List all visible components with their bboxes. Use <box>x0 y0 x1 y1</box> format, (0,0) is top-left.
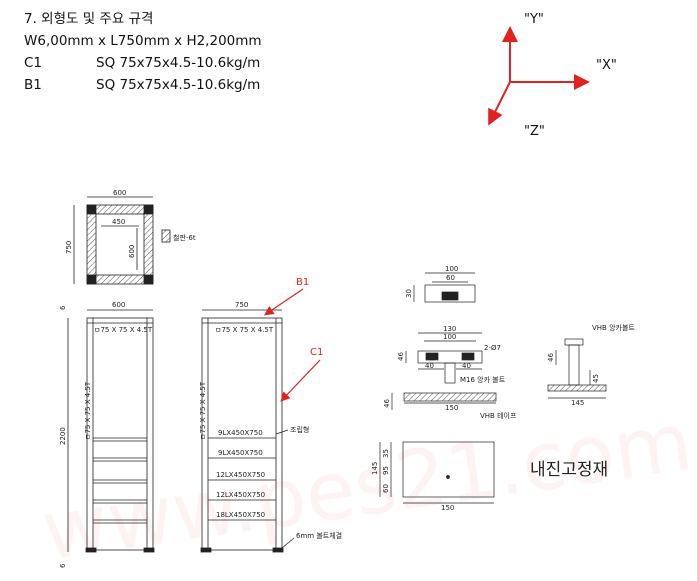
anchor-detail: 100 60 30 130 100 40 40 46 2-Ø7 M16 앙카 볼… <box>371 265 635 512</box>
spec-row-b1: B1 SQ 75x75x4.5-10.6kg/m <box>24 74 262 96</box>
axis-z-arrow <box>488 81 511 126</box>
right-note: VHB 앙카볼트 <box>592 323 635 332</box>
hole-note: 2-Ø7 <box>484 344 501 352</box>
spec-dimensions: W6,00mm x L750mm x H2,200mm <box>24 33 262 49</box>
svg-text:46: 46 <box>383 399 391 408</box>
side-view-width: 750 <box>235 301 248 309</box>
svg-text:100: 100 <box>445 265 458 273</box>
axis-label-x: "X" <box>596 58 617 73</box>
svg-text:6: 6 <box>59 305 67 310</box>
spec-value: SQ 75x75x4.5-10.6kg/m <box>96 77 261 93</box>
svg-text:750: 750 <box>65 241 73 254</box>
svg-text:150: 150 <box>445 404 458 412</box>
assembly-label: 조립형 <box>290 426 309 434</box>
vhb-note: VHB 테이프 <box>480 411 517 420</box>
front-view-height: 2200 <box>59 427 67 445</box>
svg-text:145: 145 <box>571 399 584 407</box>
svg-text:40: 40 <box>462 362 471 370</box>
front-top-member: ㅁ75 X 75 X 4.5T <box>94 326 153 334</box>
front-view-width: 600 <box>112 301 125 309</box>
detail-title: 내진고정재 <box>530 460 609 480</box>
svg-text:150: 150 <box>441 504 454 512</box>
svg-text:60: 60 <box>446 274 455 282</box>
svg-text:100: 100 <box>443 333 456 341</box>
svg-text:130: 130 <box>443 325 456 333</box>
axis-arrows <box>488 26 590 126</box>
svg-text:6: 6 <box>59 563 67 568</box>
svg-text:60: 60 <box>382 484 390 493</box>
shelf-label: 9LX450X750 <box>218 429 263 437</box>
shelf-label: 18LX450X750 <box>216 511 265 519</box>
svg-text:46: 46 <box>397 352 405 361</box>
top-view-inner: 450 <box>112 218 125 226</box>
side-top-member: ㅁ75 X 75 X 4.5T <box>215 326 274 334</box>
drawing-canvas: 600 450 600 750 철판-6t 600 <box>59 26 635 568</box>
svg-text:40: 40 <box>425 362 434 370</box>
spec-label: B1 <box>24 77 42 93</box>
svg-text:45: 45 <box>592 374 600 383</box>
shelf-label: 9LX450X750 <box>218 449 263 457</box>
svg-text:95: 95 <box>382 466 390 475</box>
bolt-label: 6mm 볼트체결 <box>296 531 342 540</box>
shelf-label: 12LX450X750 <box>216 471 265 479</box>
b1-label: B1 <box>296 277 309 288</box>
spec-row-c1: C1 SQ 75x75x4.5-10.6kg/m <box>24 52 262 74</box>
top-view-width: 600 <box>113 189 126 197</box>
anchor-bolt-note: M16 앙카 볼트 <box>460 375 506 384</box>
side-post: ㅁ75 X 75 X 4.5T <box>199 381 207 440</box>
front-post: ㅁ75 X 75 X 4.5T <box>84 381 92 440</box>
front-view: 600 2200 6 6 ㅁ75 X 75 X 4.5T ㅁ75 X 75 X … <box>59 301 155 568</box>
b1-arrow <box>264 288 304 316</box>
spec-title: 7. 외형도 및 주요 규격 <box>24 11 154 27</box>
svg-text:35: 35 <box>382 449 390 458</box>
svg-text:46: 46 <box>547 353 555 362</box>
c1-arrow <box>280 359 321 402</box>
axis-label-y: "Y" <box>524 12 544 27</box>
svg-text:600: 600 <box>128 245 136 258</box>
shelf-label: 12LX450X750 <box>216 491 265 499</box>
spec-value: SQ 75x75x4.5-10.6kg/m <box>96 55 261 71</box>
side-view: 750 ㅁ75 X 75 X 4.5T ㅁ75 X 75 X 4.5T 9LX4… <box>199 277 342 553</box>
spec-block: 7. 외형도 및 주요 규격 W6,00mm x L750mm x H2,200… <box>24 8 262 96</box>
spec-label: C1 <box>24 55 43 71</box>
top-view: 600 450 600 750 철판-6t <box>65 189 196 285</box>
c1-label: C1 <box>310 347 323 358</box>
svg-text:145: 145 <box>371 462 379 475</box>
svg-text:30: 30 <box>405 289 413 298</box>
plate-label: 철판-6t <box>173 233 196 242</box>
axis-label-z: "Z" <box>524 124 545 139</box>
